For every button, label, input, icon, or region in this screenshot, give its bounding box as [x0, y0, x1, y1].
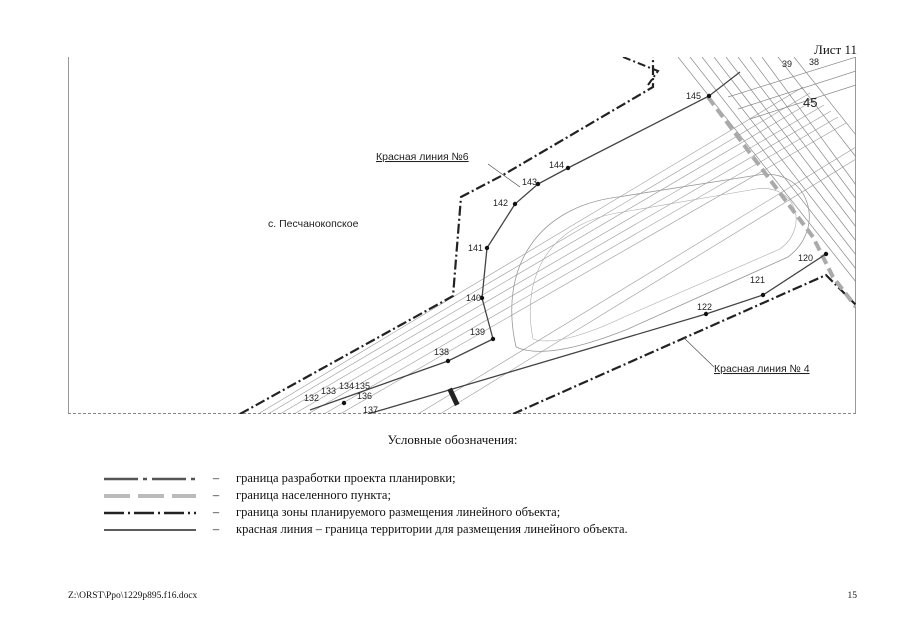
legend-text-red-line: красная линия – граница территории для р…: [236, 522, 628, 536]
point-label-145: 145: [686, 91, 701, 101]
point-label-135: 135: [355, 381, 370, 391]
planning-boundary: [239, 57, 655, 414]
sheet-label: Лист 11: [814, 42, 857, 57]
point-label-142: 142: [493, 198, 508, 208]
legend-text-zone-boundary: граница зоны планируемого размещения лин…: [236, 505, 561, 519]
bridge-mark: [447, 387, 460, 407]
legend-title: Условные обозначения:: [387, 432, 518, 447]
point-label-140: 140: [466, 293, 481, 303]
road-number: 45: [803, 95, 817, 110]
point-label-122: 122: [697, 302, 712, 312]
legend-text-planning-boundary: граница разработки проекта планировки;: [236, 471, 456, 485]
point-label-141: 141: [468, 243, 483, 253]
point-label-38: 38: [809, 57, 819, 67]
footer-file-path: Z:\ORST\Ppo\1229p895.f16.docx: [68, 591, 198, 601]
red-line-4-label: Красная линия № 4: [714, 363, 810, 375]
point-markers: [341, 93, 829, 406]
crossing-road: [677, 57, 856, 283]
planning-boundary-top: [622, 57, 660, 86]
point-label-137: 137: [363, 405, 378, 414]
red-line-6-leader: [487, 163, 521, 188]
point-label-136: 136: [357, 391, 372, 401]
red-line-6-label: Красная линия №6: [376, 151, 469, 163]
red-line-4: [367, 253, 827, 414]
map-drawing: 38 39 145 144 143 142 141 140 139 138 13…: [68, 57, 856, 414]
legend-swatch-settlement-boundary: [104, 491, 196, 501]
point-label-132: 132: [304, 393, 319, 403]
planning-boundary-south: [512, 273, 856, 414]
point-label-144: 144: [549, 160, 564, 170]
legend-swatch-planning-boundary: [104, 474, 196, 484]
red-line-6: [309, 71, 741, 411]
point-label-120: 120: [798, 253, 813, 263]
legend: – граница разработки проекта планировки;…: [104, 470, 628, 538]
legend-text-settlement-boundary: граница населенного пункта;: [236, 488, 391, 502]
legend-item-zone-boundary: – граница зоны планируемого размещения л…: [104, 504, 628, 521]
red-line-4-leader: [682, 336, 715, 368]
point-label-143: 143: [522, 177, 537, 187]
point-label-138: 138: [434, 347, 449, 357]
legend-swatch-red-line: [104, 525, 196, 535]
legend-swatch-zone-boundary: [104, 508, 196, 518]
point-label-121: 121: [750, 275, 765, 285]
settlement-boundary: [706, 95, 856, 309]
settlement-label: с. Песчанокопское: [268, 218, 359, 230]
road-lines: [257, 86, 856, 414]
footer-page-number: 15: [847, 591, 858, 601]
point-label-39: 39: [782, 59, 792, 69]
point-label-139: 139: [470, 327, 485, 337]
point-label-133: 133: [321, 386, 336, 396]
ramp-loop-outer: [511, 173, 810, 352]
planning-map: 38 39 145 144 143 142 141 140 139 138 13…: [68, 57, 856, 414]
legend-item-red-line: – красная линия – граница территории для…: [104, 521, 628, 538]
point-label-134: 134: [339, 381, 354, 391]
legend-item-settlement-boundary: – граница населенного пункта;: [104, 487, 628, 504]
legend-item-planning-boundary: – граница разработки проекта планировки;: [104, 470, 628, 487]
